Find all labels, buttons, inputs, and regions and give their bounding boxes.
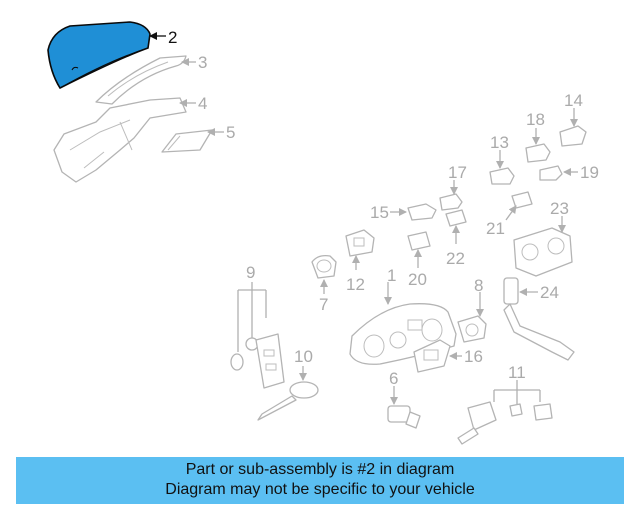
part-13-switch [489,167,515,185]
part-19-switch [539,165,563,181]
part-7-switch [311,254,337,279]
label-part-22: 22 [446,249,465,268]
label-part-19: 19 [580,163,599,182]
part-6-sensor [387,405,421,429]
caption-line-1: Part or sub-assembly is #2 in diagram [185,461,455,478]
label-part-9: 9 [246,263,255,282]
label-part-14: 14 [564,91,583,110]
part-22-switch [445,209,467,227]
caption-line-2: Diagram may not be specific to your vehi… [165,481,475,498]
label-part-5: 5 [226,123,235,142]
label-part-3: 3 [198,53,207,72]
label-part-16: 16 [464,347,483,366]
label-part-18: 18 [526,110,545,129]
part-4-dash-carrier [53,97,187,183]
label-part-10: 10 [294,347,313,366]
part-21-switch [511,191,533,209]
part-14-switch [559,125,587,147]
label-part-4: 4 [198,94,207,113]
part-23-climate-control [513,227,573,277]
label-part-1: 1 [387,266,396,285]
label-part-2[interactable]: 2 [168,28,177,47]
label-part-21: 21 [486,219,505,238]
label-part-6: 6 [389,369,398,388]
part-2-dash-cover[interactable] [47,21,151,90]
part-12-switch [345,229,375,257]
part-8-switch [457,315,487,343]
part-24-harness [503,277,575,361]
label-part-24: 24 [540,283,559,302]
part-16-control-panel [413,339,451,373]
label-part-8: 8 [474,276,483,295]
label-part-23: 23 [550,199,569,218]
label-part-7: 7 [319,295,328,314]
part-5-bracket [161,129,213,153]
label-part-17: 17 [448,163,467,182]
part-10-key-blade [257,381,319,421]
label-part-13: 13 [490,133,509,152]
part-9-key [230,282,285,389]
part-17-switch [439,193,463,211]
part-11-lock-cylinder [457,380,553,445]
caption-banner: Part or sub-assembly is #2 in diagram Di… [16,457,624,504]
part-15-switch [407,203,437,221]
part-18-switch [525,143,551,163]
label-part-11: 11 [508,363,526,382]
label-part-20: 20 [408,270,427,289]
label-part-12: 12 [346,275,365,294]
part-20-switch [407,231,431,251]
label-part-15: 15 [370,203,389,222]
parts-diagram: 1 2 3 4 5 6 7 8 9 10 11 12 13 14 15 16 1… [47,21,599,445]
